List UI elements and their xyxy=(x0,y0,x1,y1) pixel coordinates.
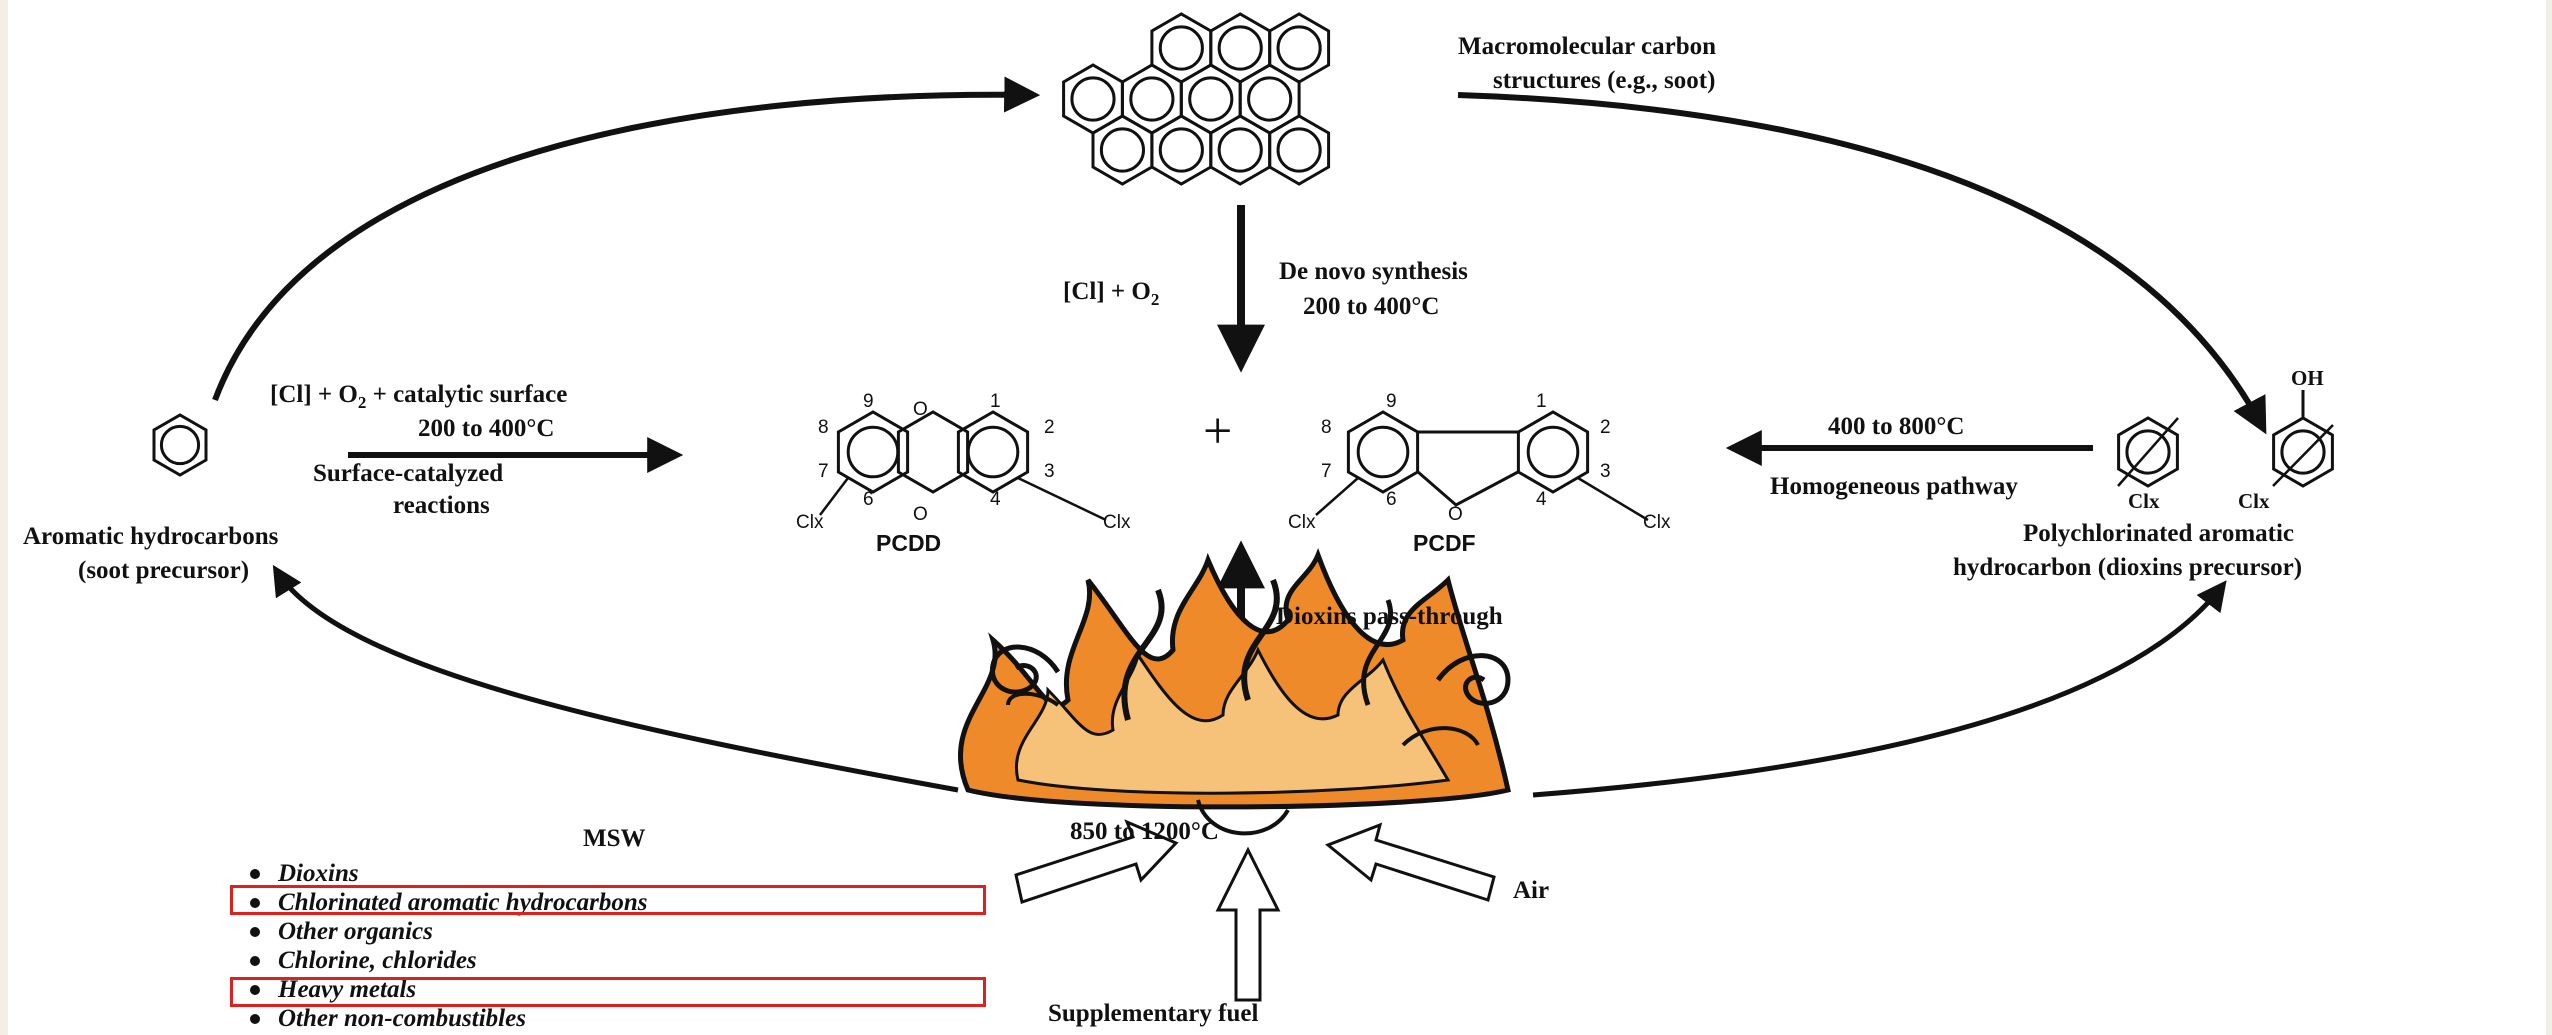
homogeneous-temp-label: 400 to 800°C xyxy=(1828,413,1965,440)
pcdf-pos-9: 9 xyxy=(1386,391,1397,412)
soot-precursor-label: (soot precursor) xyxy=(78,557,250,584)
highlight-heavy-metals-box xyxy=(230,977,986,1007)
pcdd-label: PCDD xyxy=(876,530,942,556)
air-input-arrow-icon xyxy=(1325,822,1496,902)
fuel-input-arrow-icon xyxy=(1215,846,1281,1002)
pcdd-oxygen-top: O xyxy=(913,399,928,420)
pcdd-pos-6: 6 xyxy=(863,489,874,510)
soot-structure-icon xyxy=(1062,12,1331,186)
highlight-chlorinated-box xyxy=(230,885,986,915)
homogeneous-pathway-label: Homogeneous pathway xyxy=(1770,473,2018,500)
dioxin-formation-diagram xyxy=(152,12,2334,1002)
pcdf-pos-7: 7 xyxy=(1321,461,1332,482)
msw-item: Other non-combustibles xyxy=(236,1004,648,1033)
pcdf-oxygen: O xyxy=(1448,504,1463,525)
msw-item: Chlorinated aromatic hydrocarbons xyxy=(236,888,648,917)
plus-sign: + xyxy=(1203,403,1233,460)
pass-through-label: Dioxins pass-through xyxy=(1276,603,1503,630)
pcdf-pos-2: 2 xyxy=(1600,417,1611,438)
hydroxyl-label: OH xyxy=(2291,366,2324,390)
pcdd-oxygen-bottom: O xyxy=(913,504,928,525)
pcdf-pos-6: 6 xyxy=(1386,489,1397,510)
de-novo-label: De novo synthesis xyxy=(1279,258,1468,285)
pcdf-label: PCDF xyxy=(1413,530,1476,556)
surface-reactions-label: reactions xyxy=(393,492,490,519)
de-novo-temp-label: 200 to 400°C xyxy=(1303,293,1440,320)
arrow-soot-to-polychlorinated xyxy=(1457,92,2267,435)
msw-item: Chlorine, chlorides xyxy=(236,946,648,975)
pcdd-pos-4: 4 xyxy=(990,489,1001,510)
dioxins-precursor-label: hydrocarbon (dioxins precursor) xyxy=(1953,554,2303,581)
pcdd-clx-right: Clx xyxy=(1103,512,1131,533)
combustion-temp-label: 850 to 1200°C xyxy=(1070,818,1219,845)
pcdd-pos-1: 1 xyxy=(990,391,1001,412)
aromatic-hydrocarbons-label: Aromatic hydrocarbons xyxy=(23,523,279,550)
pcdd-pos-9: 9 xyxy=(863,391,874,412)
flame-icon xyxy=(958,548,1511,836)
pcdf-pos-8: 8 xyxy=(1321,417,1332,438)
pcdd-pos-8: 8 xyxy=(818,417,829,438)
supplementary-fuel-label: Supplementary fuel xyxy=(1048,1000,1259,1027)
pcdf-pos-1: 1 xyxy=(1536,391,1547,412)
pcdd-pos-7: 7 xyxy=(818,461,829,482)
pcdf-pos-3: 3 xyxy=(1600,461,1611,482)
surface-temp-label: 200 to 400°C xyxy=(418,415,555,442)
pcdf-clx-right: Clx xyxy=(1643,512,1671,533)
pcdd-pos-2: 2 xyxy=(1044,417,1055,438)
pcdd-pos-3: 3 xyxy=(1044,461,1055,482)
msw-title: MSW xyxy=(583,825,646,852)
pcdd-structure-icon xyxy=(819,410,1107,522)
diagram-panel: Macromolecular carbon structures (e.g., … xyxy=(8,0,2546,1035)
msw-input-arrow-icon xyxy=(1014,819,1179,904)
cl-o2-label: [Cl] + O2 xyxy=(1063,278,1160,309)
air-label: Air xyxy=(1513,877,1550,904)
macromolecular-carbon-label: Macromolecular carbon xyxy=(1458,33,1717,60)
chlorobenzene-clx: Clx xyxy=(2128,489,2160,513)
pcdd-clx-left: Clx xyxy=(796,512,824,533)
arrow-flame-to-aromatic xyxy=(272,564,959,793)
msw-list: Dioxins Chlorinated aromatic hydrocarbon… xyxy=(236,859,648,1033)
surface-catalyzed-label: Surface-catalyzed xyxy=(313,460,504,487)
arrow-flame-to-polychlorinated xyxy=(1532,580,2227,798)
macromolecular-carbon-label-2: structures (e.g., soot) xyxy=(1493,67,1716,94)
pcdf-pos-4: 4 xyxy=(1536,489,1547,510)
chlorophenol-clx: Clx xyxy=(2238,489,2270,513)
msw-item: Other organics xyxy=(236,917,648,946)
arrow-aromatic-to-soot xyxy=(212,76,1041,402)
pcdf-structure-icon xyxy=(1315,410,1649,522)
polychlorinated-label: Polychlorinated aromatic xyxy=(2023,520,2295,547)
msw-item: Dioxins xyxy=(236,859,648,888)
chlorobenzene-icon xyxy=(2117,416,2179,488)
msw-item: Heavy metals xyxy=(236,975,648,1004)
pcdf-clx-left: Clx xyxy=(1288,512,1316,533)
surface-cl-o2-label: [Cl] + O2 + catalytic surface xyxy=(270,381,568,412)
chlorophenol-icon xyxy=(2272,390,2334,488)
benzene-ring-icon xyxy=(152,413,208,477)
